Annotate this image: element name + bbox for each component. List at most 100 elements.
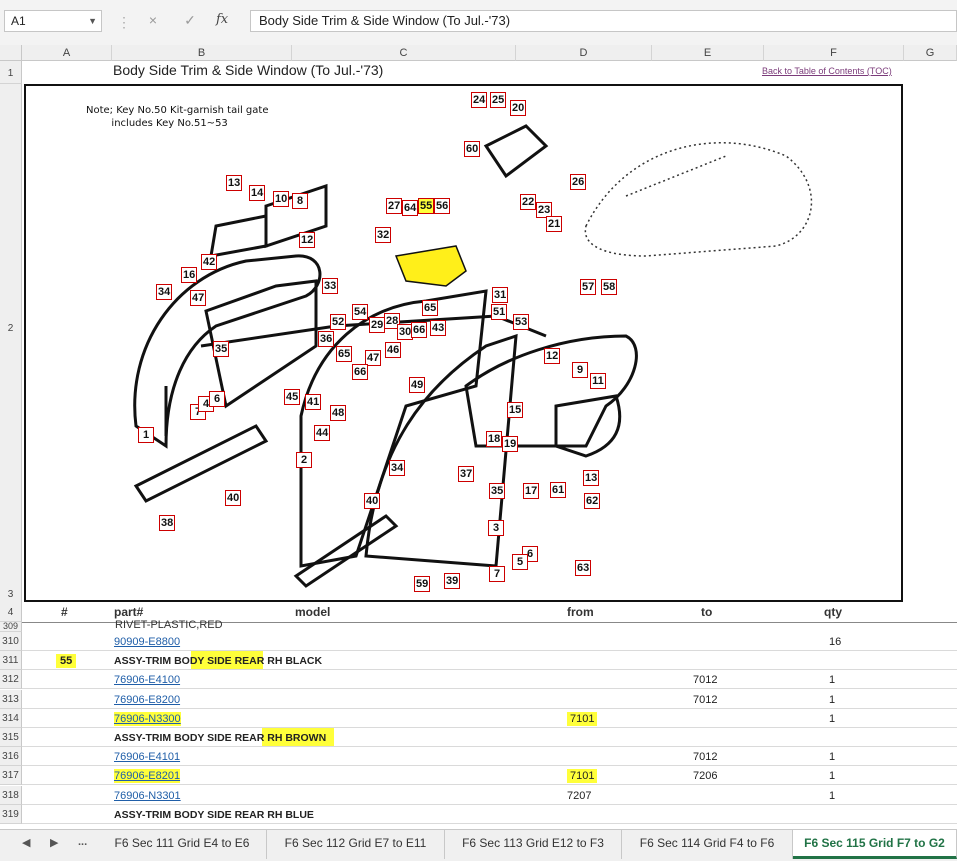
sheet-tabs: ◀ ▶ ... F6 Sec 111 Grid E4 to E6 F6 Sec … [0,829,957,861]
quantity: 1 [829,694,836,706]
column-header-b[interactable]: B [112,45,292,61]
name-box[interactable]: A1 ▼ [4,10,102,32]
callout-label: 51 [491,304,508,320]
callout-label: 47 [190,290,207,306]
row-header[interactable]: 315 [0,728,22,747]
column-header-c[interactable]: C [292,45,516,61]
callout-label: 1 [138,427,154,443]
callout-label: 18 [486,431,503,447]
callout-label: 33 [322,278,339,294]
row-header[interactable]: 319 [0,805,22,824]
diagram-note: Note; Key No.50 Kit-garnish tail gate in… [86,105,269,129]
callout-label: 39 [444,573,461,589]
row-header[interactable]: 310 [0,632,22,651]
row-header[interactable]: 1 [0,61,22,84]
callout-label: 58 [601,279,618,295]
callout-label: 28 [384,313,401,329]
prev-sheet-icon[interactable]: ◀ [22,837,31,849]
part-description: ASSY-TRIM BODY SIDE REAR RH BROWN [114,732,327,744]
part-number-link[interactable]: 76906-E4100 [114,674,181,686]
row-header[interactable]: 314 [0,709,22,728]
callout-label: 66 [352,364,369,380]
callout-label: 13 [226,175,243,191]
callout-label: 56 [434,198,451,214]
callout-label: 43 [430,320,447,336]
callout-label: 7 [489,566,505,582]
part-number-link[interactable]: 76906-E8200 [114,694,181,706]
row-header[interactable]: 313 [0,690,22,709]
row-header[interactable]: 4 [0,604,22,622]
name-box-value: A1 [11,14,26,28]
insert-function-icon[interactable]: fx [216,12,229,27]
enter-icon[interactable]: ✓ [184,12,196,28]
row-header[interactable]: 318 [0,786,22,805]
callout-label: 32 [375,227,392,243]
callout-label: 6 [209,391,225,407]
row-header[interactable]: 317 [0,766,22,785]
part-number-link[interactable]: 76906-E8201 [114,769,181,783]
row-header[interactable]: 309 [0,622,22,632]
callout-label: 40 [364,493,381,509]
callout-label: 42 [201,254,218,270]
callout-label: 21 [546,216,563,232]
toc-link[interactable]: Back to Table of Contents (TOC) [762,66,892,76]
chevron-down-icon[interactable]: ▼ [88,16,97,26]
callout-label: 46 [385,342,402,358]
grid-line [22,804,957,805]
column-header-f[interactable]: F [764,45,904,61]
row-header[interactable]: 311 [0,651,22,670]
next-sheet-icon[interactable]: ▶ [50,837,59,849]
to-date: 7012 [693,694,718,706]
callout-label: 17 [523,483,540,499]
column-header-e[interactable]: E [652,45,764,61]
callout-label: 12 [299,232,316,248]
grid-line [22,669,957,670]
callout-label: 5 [512,554,528,570]
to-date: 7206 [693,770,718,782]
select-all-corner[interactable] [0,45,22,61]
more-sheets-button[interactable]: ... [78,836,88,848]
column-header-a[interactable]: A [22,45,112,61]
part-number-link[interactable]: 76906-E4101 [114,751,181,763]
callout-label: 52 [330,314,347,330]
part-number-link[interactable]: 76906-N3301 [114,790,181,802]
grid-line [22,784,957,785]
partial-row-text: RIVET-PLASTIC,RED [115,619,223,630]
part-number-link[interactable]: 76906-N3300 [114,712,181,726]
column-header-g[interactable]: G [904,45,957,61]
quantity: 1 [829,751,836,763]
callout-label: 41 [305,394,322,410]
header-part: part# [114,605,144,619]
cancel-icon[interactable]: × [148,12,158,28]
callout-label: 31 [492,287,509,303]
tab-sec-112[interactable]: F6 Sec 112 Grid E7 to E11 [267,830,445,859]
callout-label: 65 [336,346,353,362]
quantity: 1 [829,770,836,782]
callout-label: 62 [584,493,601,509]
row-header[interactable]: 3 [0,586,22,604]
formula-input[interactable]: Body Side Trim & Side Window (To Jul.-'7… [250,10,957,32]
tab-sec-113[interactable]: F6 Sec 113 Grid E12 to F3 [445,830,622,859]
callout-label: 12 [544,348,561,364]
grid-line [22,746,957,747]
header-qty: qty [824,605,842,619]
callout-label: 65 [422,300,439,316]
callout-label: 9 [572,362,588,378]
tab-sec-114[interactable]: F6 Sec 114 Grid F4 to F6 [622,830,793,859]
callout-label: 36 [318,331,335,347]
row-header[interactable]: 316 [0,747,22,766]
sheet-title: Body Side Trim & Side Window (To Jul.-'7… [113,62,384,78]
callout-label: 60 [464,141,481,157]
tab-sec-111[interactable]: F6 Sec 111 Grid E4 to E6 [98,830,267,859]
row-header[interactable]: 2 [0,84,22,604]
callout-label: 30 [397,324,414,340]
quantity: 1 [829,790,836,802]
callout-label: 53 [513,314,530,330]
header-to: to [701,605,713,619]
part-number-link[interactable]: 90909-E8800 [114,636,181,648]
row-header[interactable]: 312 [0,670,22,689]
column-header-d[interactable]: D [516,45,652,61]
tab-sec-115[interactable]: F6 Sec 115 Grid F7 to G2 [793,830,957,859]
quantity: 1 [829,713,836,725]
callout-label: 25 [490,92,507,108]
